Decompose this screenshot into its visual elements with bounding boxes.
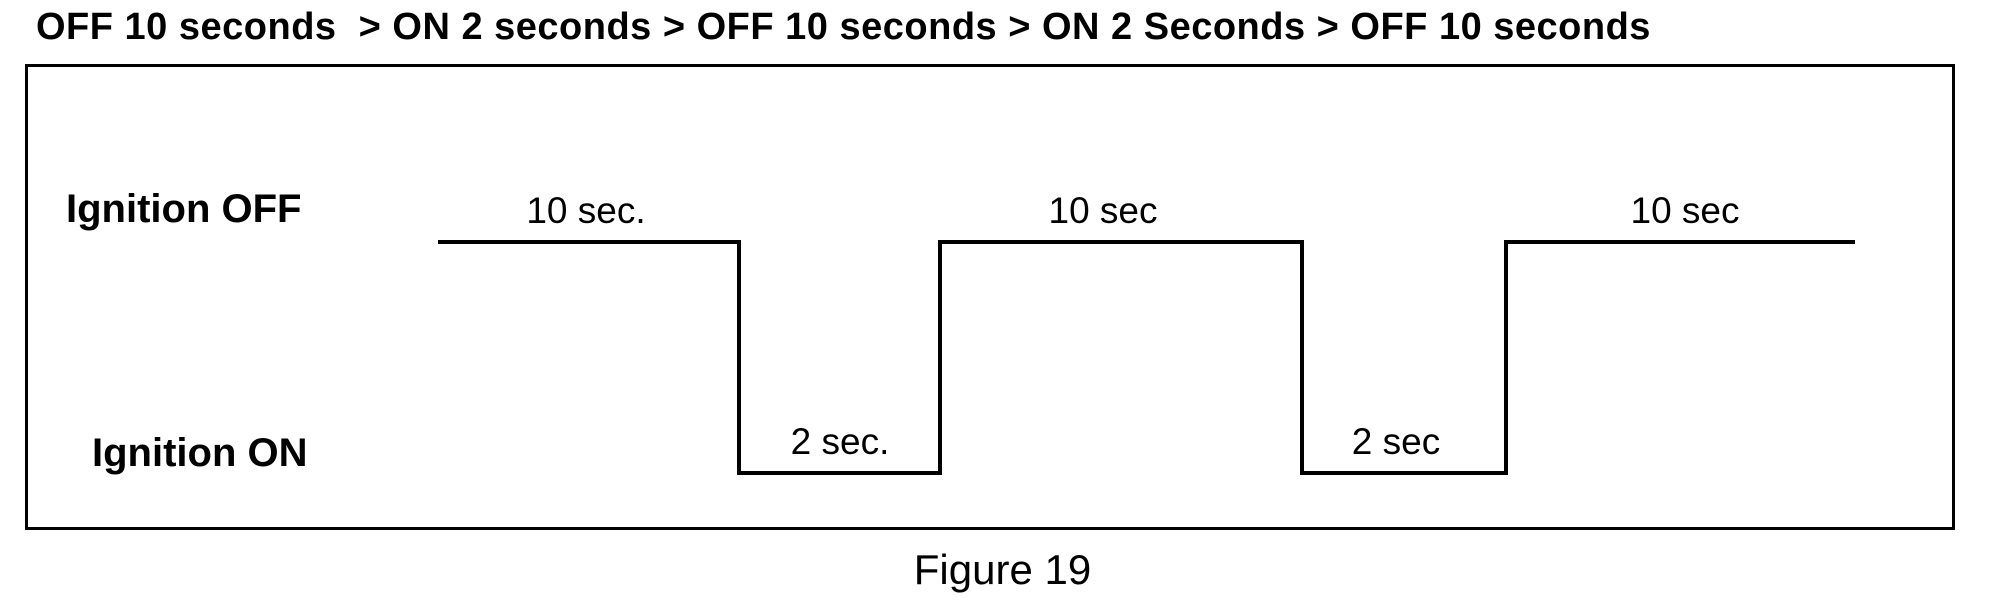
ignition-waveform (438, 240, 1855, 475)
sequence-title: OFF 10 seconds > ON 2 seconds > OFF 10 s… (36, 6, 1651, 48)
ignition-off-label: Ignition OFF (66, 187, 302, 231)
duration-label-off-2: 10 sec (1048, 190, 1158, 231)
duration-label-on-2: 2 sec (1351, 421, 1441, 462)
duration-label-on-1: 2 sec. (790, 421, 890, 462)
waveform-line (438, 240, 1855, 475)
ignition-on-label: Ignition ON (92, 431, 308, 475)
diagram-frame: Ignition OFF Ignition ON 10 sec. 2 sec. … (25, 64, 1955, 530)
figure-caption: Figure 19 (913, 546, 1092, 593)
duration-label-off-3: 10 sec (1630, 190, 1740, 231)
duration-label-off-1: 10 sec. (526, 190, 646, 231)
